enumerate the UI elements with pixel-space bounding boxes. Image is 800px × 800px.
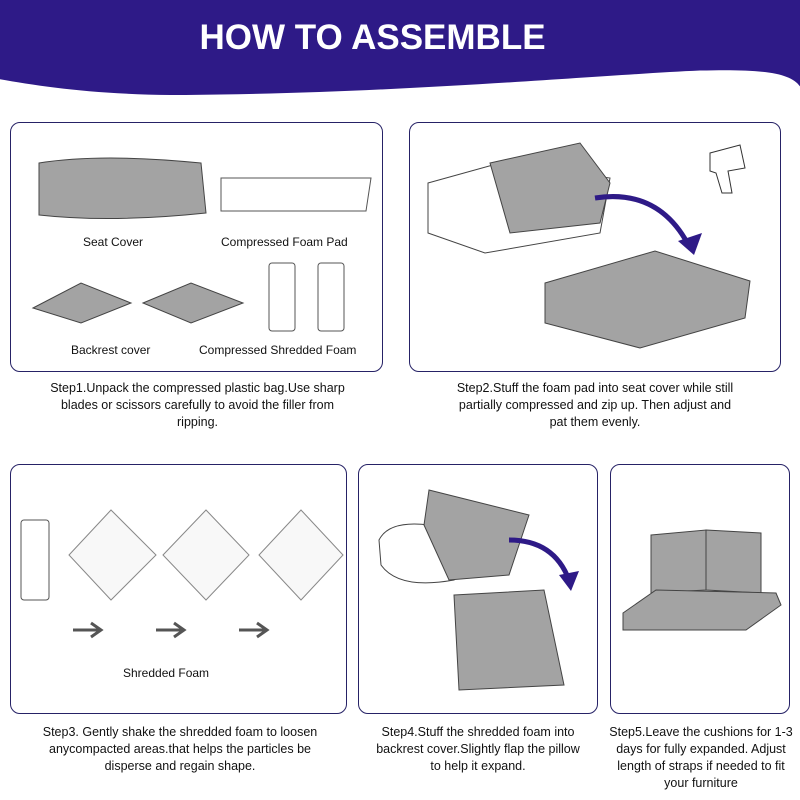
label-compressed-foam-pad: Compressed Foam Pad — [221, 235, 348, 249]
arrow-icons — [73, 621, 270, 639]
step2-caption: Step2.Stuff the foam pad into seat cover… — [456, 381, 734, 429]
label-backrest-cover: Backrest cover — [71, 343, 151, 357]
step5-panel — [610, 464, 790, 714]
step2-panel — [409, 122, 781, 372]
label-shredded-foam: Shredded Foam — [123, 666, 210, 680]
label-seat-cover: Seat Cover — [83, 235, 144, 249]
step4-illustration — [378, 489, 579, 691]
step3-caption: Step3. Gently shake the shredded foam to… — [42, 725, 318, 773]
step5-caption: Step5.Leave the cushions for 1-3 days fo… — [609, 725, 793, 790]
step4-panel — [358, 464, 598, 714]
step4-caption: Step4.Stuff the shredded foam into backr… — [376, 725, 580, 773]
header-banner — [0, 0, 800, 95]
step1-panel: Seat Cover Compressed Foam Pad Backrest … — [10, 122, 383, 372]
step3-panel: Shredded Foam — [10, 464, 347, 714]
page-title: HOW TO ASSEMBLE — [199, 18, 546, 57]
step1-caption: Step1.Unpack the compressed plastic bag.… — [50, 381, 345, 429]
step1-illustration — [31, 157, 372, 332]
step5-illustration — [622, 529, 782, 631]
step3-illustration — [20, 509, 344, 639]
label-compressed-shredded-foam: Compressed Shredded Foam — [199, 343, 357, 357]
step2-illustration — [427, 142, 751, 349]
